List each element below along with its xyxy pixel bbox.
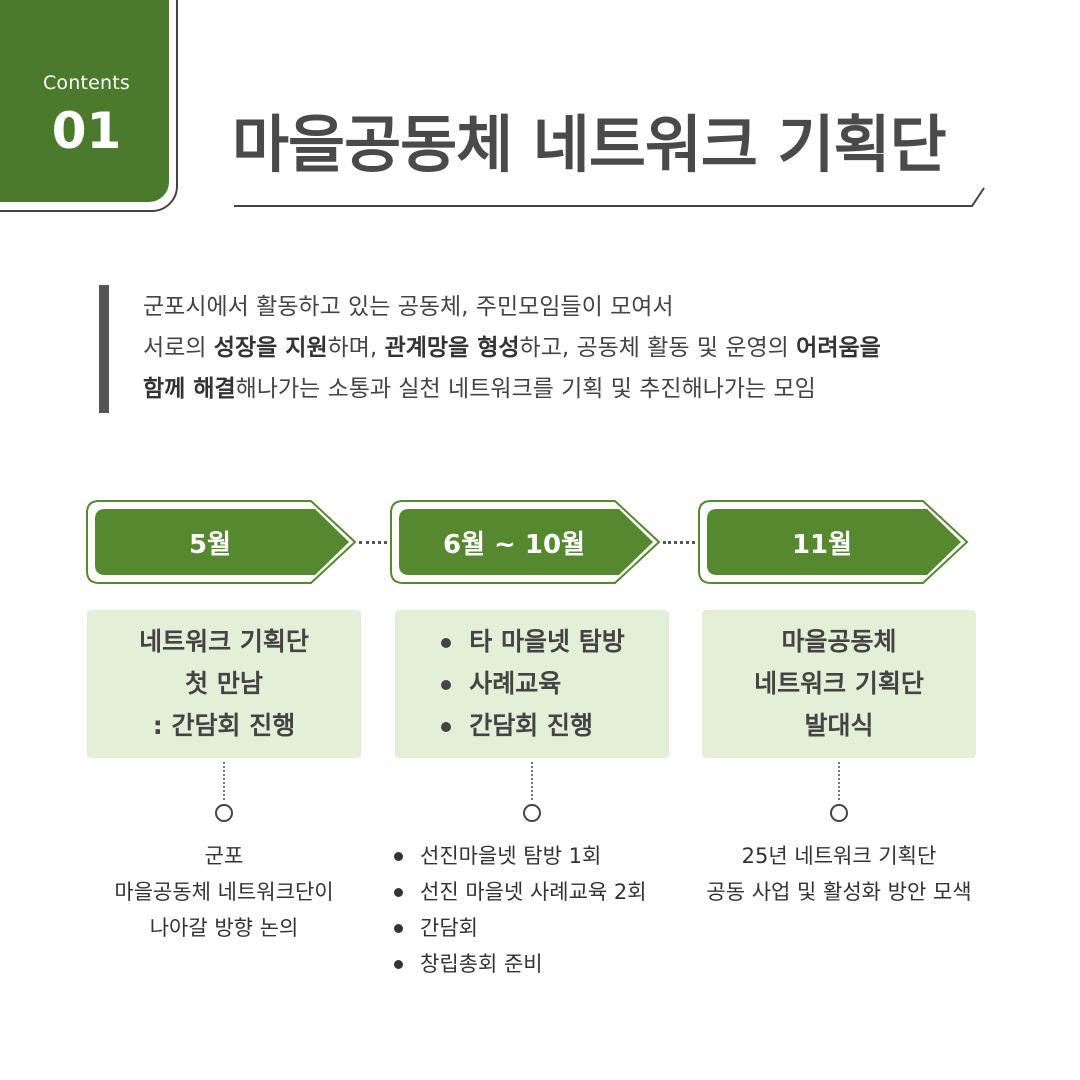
badge-label: Contents (42, 72, 131, 94)
intro-text: 하며, (327, 335, 385, 361)
summary-line: 네트워크 기획단 (754, 669, 924, 698)
arrow-shape (390, 500, 661, 584)
contents-badge: Contents 01 (0, 0, 169, 202)
badge-number: 01 (51, 102, 122, 160)
intro-text: 서로의 (143, 335, 214, 361)
stage-arrow: 11월 (697, 499, 969, 585)
page-title: 마을공동체 네트워크 기획단 (232, 108, 947, 181)
stage-connector (359, 541, 411, 544)
arrow-shape (698, 500, 969, 584)
intro-emphasis: 어려움을 (796, 335, 881, 361)
stage-drop-line (838, 762, 840, 800)
stage-arrow: 5월 (85, 499, 357, 585)
intro-emphasis: 관계망을 형성 (384, 335, 520, 361)
description-line: 군포 (204, 844, 244, 868)
description-list-item: 선진마을넷 탐방 1회 (392, 838, 712, 874)
description-list-item: 선진 마을넷 사례교육 2회 (392, 874, 712, 910)
stage-node-circle (830, 804, 848, 822)
summary-line: 첫 만남 (185, 669, 263, 698)
intro-text: 군포시에서 활동하고 있는 공동체, 주민모임들이 모여서 (143, 294, 674, 320)
description-line: 마을공동체 네트워크단이 (114, 880, 334, 904)
summary-line: : 간담회 진행 (152, 711, 296, 740)
description-line: 25년 네트워크 기획단 (741, 844, 937, 868)
summary-line: 네트워크 기획단 (139, 627, 309, 656)
title-underline (234, 187, 985, 207)
intro-emphasis: 성장을 지원 (213, 335, 328, 361)
arrow-shape (86, 500, 357, 584)
stage-month-label: 6월 ~ 10월 (442, 529, 585, 560)
description-list-item: 간담회 (392, 910, 712, 946)
description-line: 공동 사업 및 활성화 방안 모색 (706, 880, 972, 904)
stage-drop-line (531, 762, 533, 800)
stage-node-circle (523, 804, 541, 822)
intro-text: 해나가는 소통과 실천 네트워크를 기획 및 추진해나가는 모임 (235, 376, 816, 402)
intro-line: 서로의 성장을 지원하며, 관계망을 형성하고, 공동체 활동 및 운영의 어려… (143, 328, 1023, 369)
summary-line: 마을공동체 (781, 627, 897, 656)
stage-arrow: 6월 ~ 10월 (389, 499, 661, 585)
badge-outline (0, 0, 178, 212)
summary-list-item: 간담회 진행 (439, 705, 624, 747)
description-list-item: 창립총회 준비 (392, 946, 712, 982)
intro-emphasis: 함께 해결 (143, 376, 236, 402)
intro-accent-bar (99, 285, 109, 413)
stage-month-label: 5월 (188, 529, 231, 560)
stage-month-label: 11월 (791, 529, 853, 560)
intro-line: 군포시에서 활동하고 있는 공동체, 주민모임들이 모여서 (143, 287, 1023, 328)
description-line: 나아갈 방향 논의 (149, 916, 299, 940)
summary-list-item: 타 마을넷 탐방 (439, 621, 625, 663)
intro-line: 함께 해결해나가는 소통과 실천 네트워크를 기획 및 추진해나가는 모임 (143, 369, 1023, 410)
stage-node-circle (215, 804, 233, 822)
summary-line: 발대식 (804, 711, 874, 740)
intro-text: 하고, 공동체 활동 및 운영의 (519, 335, 797, 361)
stage-drop-line (223, 762, 225, 800)
summary-list-item: 사례교육 (439, 663, 624, 705)
stage-connector (663, 541, 719, 544)
